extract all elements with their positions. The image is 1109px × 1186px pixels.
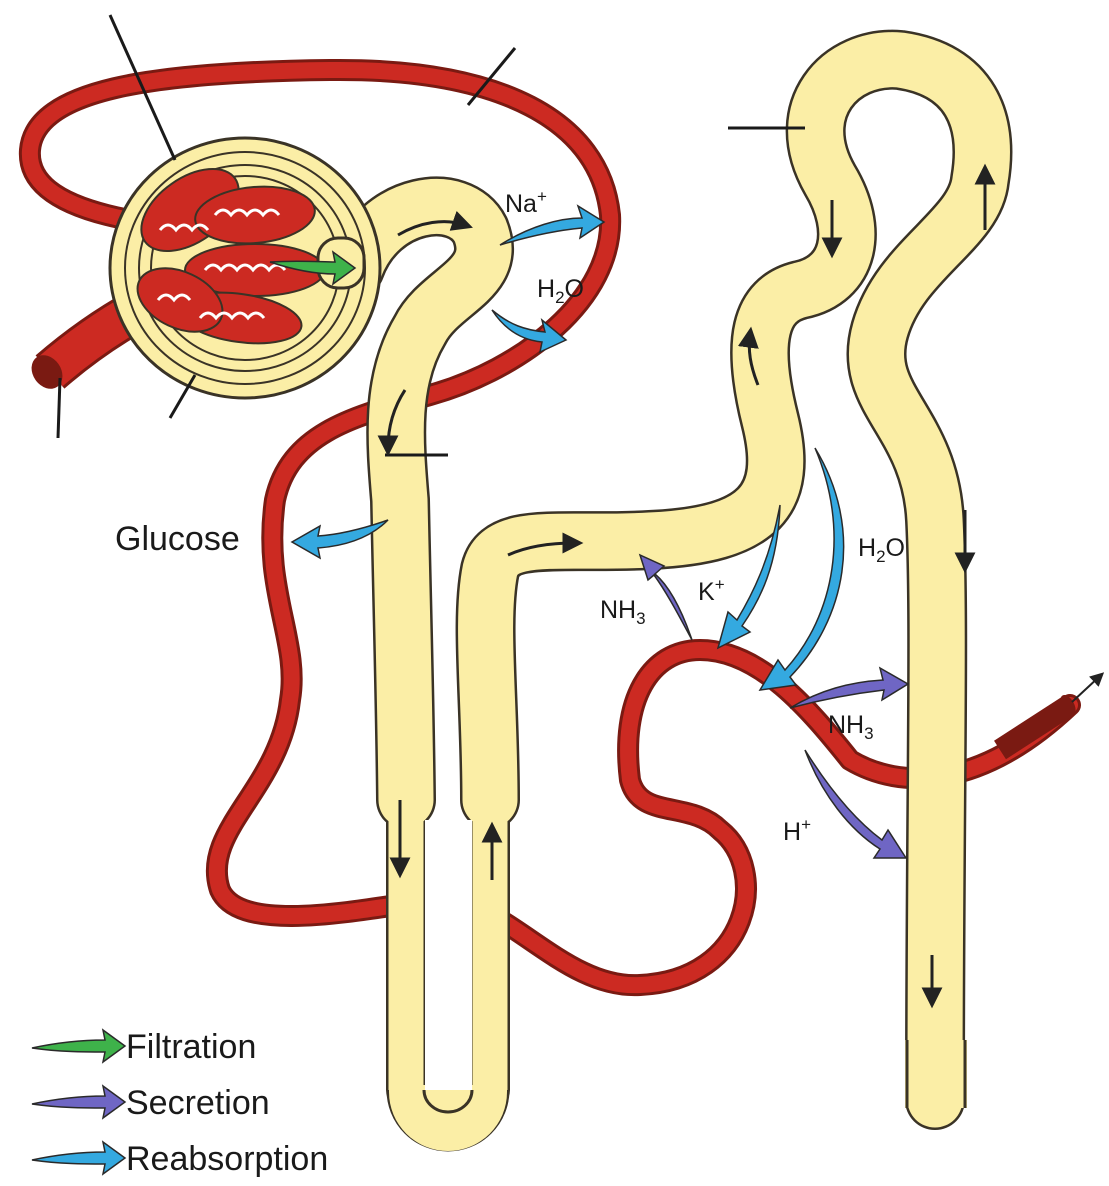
collecting-duct-base bbox=[905, 1040, 967, 1108]
legend-item-reabsorption: Reabsorption bbox=[32, 1140, 328, 1178]
na-label: Na+ bbox=[505, 187, 547, 218]
nh3-label-left: NH3 bbox=[600, 596, 646, 628]
legend-swatch-secretion bbox=[32, 1086, 125, 1118]
h2o-label-top: H2O bbox=[537, 275, 584, 307]
legend-item-secretion: Secretion bbox=[32, 1084, 270, 1122]
h2o-label-right: H2O bbox=[858, 534, 905, 566]
nh3-secretion-arrow-right bbox=[790, 668, 908, 708]
glucose-label: Glucose bbox=[115, 520, 240, 558]
legend: Filtration Secretion Reabsorption bbox=[32, 1028, 328, 1178]
legend-item-filtration: Filtration bbox=[32, 1028, 256, 1066]
h-label: H+ bbox=[783, 815, 811, 846]
outflow-arrow-icon bbox=[1072, 676, 1100, 702]
k-label: K+ bbox=[698, 575, 725, 606]
nh3-label-right: NH3 bbox=[828, 711, 874, 743]
legend-swatch-reabsorption bbox=[32, 1142, 125, 1174]
legend-label-reabsorption: Reabsorption bbox=[126, 1140, 328, 1178]
legend-label-filtration: Filtration bbox=[126, 1028, 256, 1066]
legend-label-secretion: Secretion bbox=[126, 1084, 270, 1122]
legend-swatch-filtration bbox=[32, 1030, 125, 1062]
